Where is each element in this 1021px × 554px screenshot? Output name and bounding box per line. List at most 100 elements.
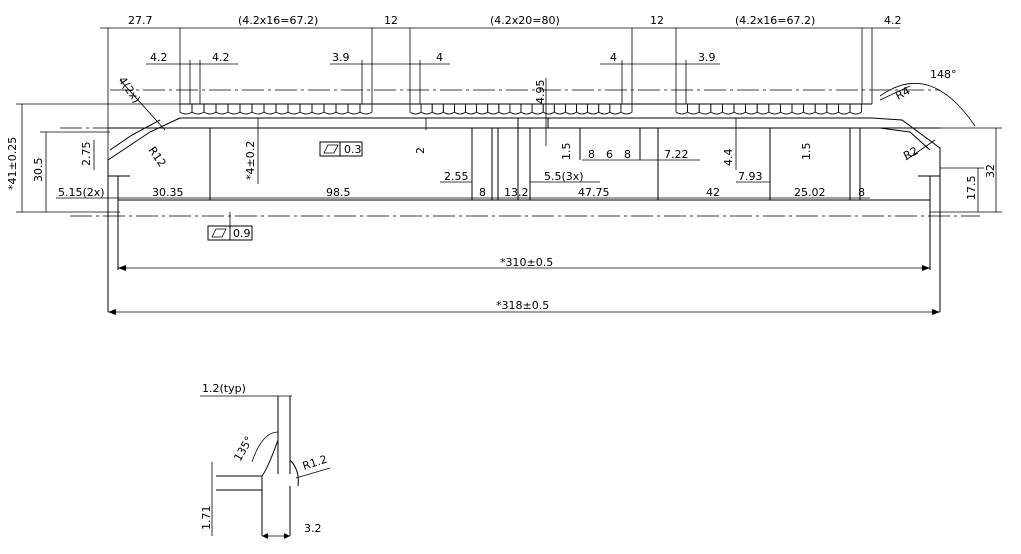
- fin-tooth: [745, 104, 758, 115]
- dim-1-5-b: 1.5: [800, 143, 813, 161]
- dim-4-a: 4: [436, 51, 443, 64]
- fin-tooth: [609, 104, 622, 115]
- height-dimensions: *41±0.25 30.5 2.75 *4±0.2 2 4.95 1.5 4.4…: [6, 78, 1002, 213]
- dim-5-5-3x: 5.5(3x): [544, 170, 584, 183]
- dim-2-55: 2.55: [444, 170, 469, 183]
- fin-tooth: [476, 104, 489, 115]
- detail-135-deg: 135°: [231, 434, 256, 463]
- fin-tooth: [487, 104, 500, 115]
- fin-tooth: [710, 104, 723, 115]
- fin-tooth: [275, 104, 289, 115]
- radius-r12: R12: [146, 144, 169, 169]
- fin-tooth: [542, 104, 555, 115]
- fin-tooth: [239, 104, 253, 115]
- fin-tooth: [756, 104, 770, 115]
- dim-98-5: 98.5: [326, 186, 351, 199]
- dim-8-c: 8: [479, 186, 486, 199]
- fin-tooth: [791, 104, 804, 115]
- dim-4-95: 4.95: [534, 80, 547, 105]
- dim-47-75: 47.75: [578, 186, 610, 199]
- fin-tooth: [227, 104, 241, 115]
- fin-tooth: [454, 104, 466, 115]
- fin-tooth: [620, 104, 633, 115]
- inner-dimensions: 8 6 8 7.22 2.55 5.5(3x) 7.93: [440, 148, 770, 183]
- heatsink-profile: [107, 103, 941, 312]
- dim-4-2-b: 4.2: [212, 51, 230, 64]
- dim-2-75: 2.75: [80, 142, 93, 167]
- fin-tooth: [431, 104, 444, 115]
- dim-4-2x16-b: (4.2x16=67.2): [735, 14, 815, 27]
- dim-12-a: 12: [384, 14, 398, 27]
- top-dimensions: 27.7 (4.2x16=67.2) 12 (4.2x20=80) 12 (4.…: [100, 14, 902, 176]
- dim-4-b: 4: [610, 51, 617, 64]
- radius-r4: R4: [893, 84, 912, 102]
- detail-typ: 1.2(typ): [202, 382, 246, 395]
- fin-tooth: [335, 104, 349, 115]
- dim-4-2-top: 4.2: [884, 14, 902, 27]
- fin-tooth: [576, 104, 588, 115]
- dim-148-deg: 148°: [930, 68, 957, 81]
- dim-3-9-a: 3.9: [332, 51, 350, 64]
- fin-tooth: [347, 104, 361, 115]
- fin-tooth: [465, 104, 477, 115]
- dim-1-5-a: 1.5: [560, 143, 573, 161]
- fin-tooth: [531, 104, 544, 115]
- flatness-2: 0.9: [207, 212, 253, 241]
- fin-tooth: [553, 104, 566, 115]
- dim-310: *310±0.5: [500, 256, 553, 269]
- fin-tooth: [420, 104, 433, 115]
- dim-41: *41±0.25: [6, 137, 19, 190]
- fin-tooth: [323, 104, 337, 115]
- fin-tooth: [565, 104, 577, 115]
- fin-tooth: [687, 104, 700, 115]
- dim-17-5: 17.5: [965, 176, 978, 201]
- fin-tooth: [409, 104, 422, 115]
- dim-7-22: 7.22: [664, 148, 689, 161]
- flatness-0-3: 0.3: [344, 143, 362, 156]
- dim-30-5: 30.5: [32, 158, 45, 183]
- dim-4-2x16-a: (4.2x16=67.2): [238, 14, 318, 27]
- dim-27-7: 27.7: [128, 14, 153, 27]
- radius-r2: R2: [901, 144, 920, 162]
- fin-tooth: [509, 104, 522, 115]
- bottom-dimensions: 5.15(2x) 30.35 98.5 8 13.2 47.75 42 25.0…: [56, 186, 870, 199]
- fin-tooth: [814, 104, 828, 115]
- dim-8-d: 8: [858, 186, 865, 199]
- fin-tooth: [442, 104, 455, 115]
- dim-30-35: 30.35: [152, 186, 184, 199]
- fin-tooth: [675, 104, 688, 115]
- fin-tooth: [263, 104, 277, 115]
- dim-6: 6: [606, 148, 613, 161]
- detail-3-2: 3.2: [304, 522, 322, 535]
- dim-2: 2: [414, 147, 427, 154]
- fin-tooth: [780, 104, 793, 115]
- flatness-1: 0.3: [319, 141, 363, 157]
- fin-tooth: [299, 104, 313, 115]
- dim-4-2x20: (4.2x20=80): [490, 14, 560, 27]
- fin-tooth: [311, 104, 325, 115]
- fin-tooth: [215, 104, 229, 115]
- dim-42: 42: [706, 186, 720, 199]
- dim-8-b: 8: [624, 148, 631, 161]
- dim-25-02: 25.02: [794, 186, 826, 199]
- detail-view: 1.2(typ) 135° R1.2 1.71 3.2: [200, 382, 331, 539]
- fin-tooth: [826, 104, 839, 115]
- fin-tooth: [587, 104, 600, 115]
- dim-4-0-2: *4±0.2: [244, 141, 257, 180]
- dim-318: *318±0.5: [496, 299, 549, 312]
- fin-tooth: [520, 104, 533, 115]
- dim-12-b: 12: [650, 14, 664, 27]
- fin-tooth: [203, 104, 217, 115]
- dim-32: 32: [984, 164, 997, 178]
- fin-tooth: [251, 104, 265, 115]
- fin-tooth: [803, 104, 816, 115]
- dim-8-a: 8: [588, 148, 595, 161]
- dim-7-93: 7.93: [738, 170, 763, 183]
- fin-tooth: [191, 104, 205, 115]
- fin-tooth: [179, 104, 193, 115]
- fin-tooth: [722, 104, 735, 115]
- fin-tooth: [849, 104, 862, 115]
- detail-1-71: 1.71: [200, 506, 213, 531]
- dim-3-9-b: 3.9: [698, 51, 716, 64]
